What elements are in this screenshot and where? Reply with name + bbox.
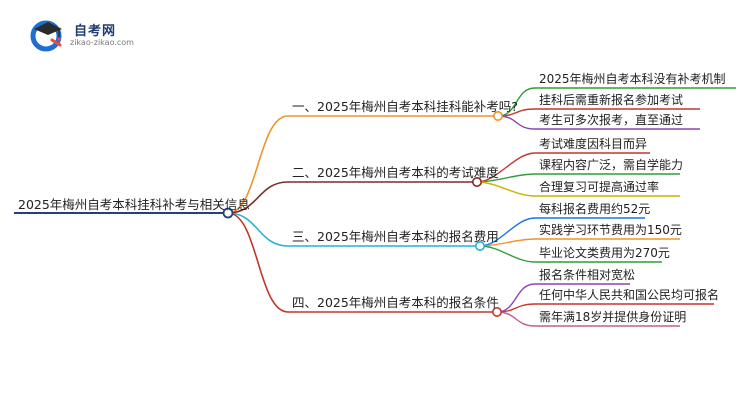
leaf-node-3-1[interactable]: 每科报名费用约52元 (539, 202, 651, 216)
leaf-node-3-3[interactable]: 毕业论文类费用为270元 (539, 246, 670, 260)
branch-node-1[interactable]: 一、2025年梅州自考本科挂科能补考吗? (292, 99, 518, 114)
leaf-node-3-2[interactable]: 实践学习环节费用为150元 (539, 223, 682, 237)
branch-node-4[interactable]: 四、2025年梅州自考本科的报名条件 (292, 295, 499, 310)
leaf-node-2-3[interactable]: 合理复习可提高通过率 (539, 180, 660, 194)
branch-dot-1 (492, 111, 503, 122)
leaf-node-1-3[interactable]: 考生可多次报考，直至通过 (539, 113, 684, 127)
leaf-node-1-1[interactable]: 2025年梅州自考本科没有补考机制 (539, 72, 726, 86)
leaf-node-2-2[interactable]: 课程内容广泛，需自学能力 (539, 158, 684, 172)
leaf-node-4-2[interactable]: 任何中华人民共和国公民均可报名 (539, 288, 720, 302)
root-node[interactable]: 2025年梅州自考本科挂科补考与相关信息 (18, 197, 250, 212)
branch-connector-4 (227, 212, 289, 313)
leaf-node-4-3[interactable]: 需年满18岁并提供身份证明 (539, 310, 687, 324)
branch-dot-3 (474, 241, 485, 252)
branch-node-2[interactable]: 二、2025年梅州自考本科的考试难度 (292, 165, 499, 180)
branch-connector-3 (227, 212, 289, 247)
branch-connector-1 (227, 115, 289, 214)
leaf-connector-2-3 (476, 181, 536, 197)
branch-node-3[interactable]: 三、2025年梅州自考本科的报名费用 (292, 229, 499, 244)
brand-name: 自考网 (74, 24, 117, 39)
graduation-cap-icon (30, 20, 62, 52)
branch-dot-4 (491, 306, 502, 317)
brand-url: zikao-zikao.com (70, 38, 134, 47)
leaf-node-4-1[interactable]: 报名条件相对宽松 (539, 268, 636, 282)
leaf-node-2-1[interactable]: 考试难度因科目而异 (539, 137, 648, 151)
brand-logo[interactable]: 自考网 zikao-zikao.com (30, 18, 140, 52)
branch-connector-2 (227, 181, 289, 214)
leaf-node-1-2[interactable]: 挂科后需重新报名参加考试 (539, 93, 684, 107)
leaf-connector-3-3 (479, 245, 536, 263)
root-dot (222, 207, 234, 219)
branch-dot-2 (471, 177, 482, 188)
leaf-connector-4-3 (496, 311, 536, 327)
leaf-connector-1-3 (497, 115, 536, 130)
